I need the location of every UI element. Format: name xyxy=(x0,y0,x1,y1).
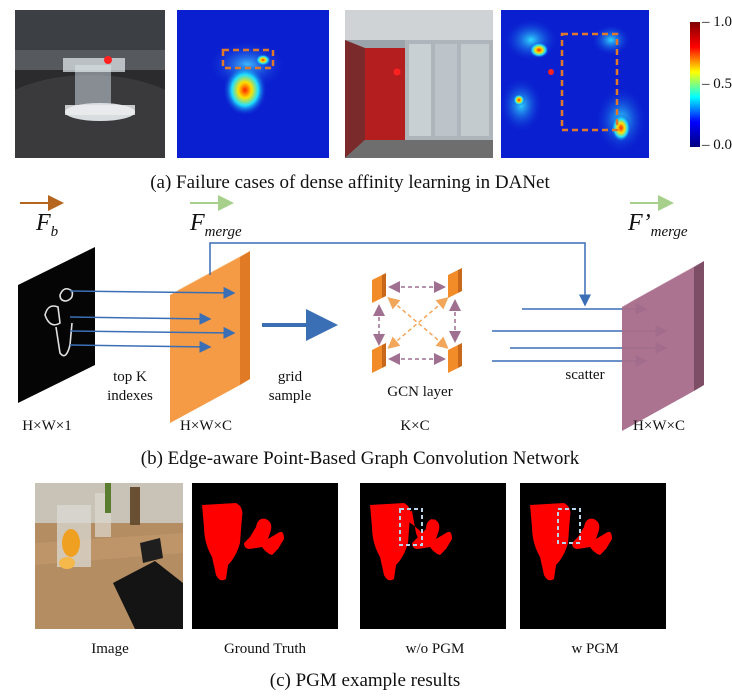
output-map-top xyxy=(622,261,704,307)
heatmap-corridor xyxy=(501,10,649,158)
dim-points: K×C xyxy=(400,418,430,434)
dim-input: H×W×1 xyxy=(22,418,72,434)
colorbar-tick-mid: – 0.5 xyxy=(702,76,732,92)
colorbar-tick-top: – 1.0 xyxy=(702,14,732,30)
caption-c: (c) PGM example results xyxy=(269,670,461,691)
mask-with-pgm xyxy=(520,483,666,629)
label-ground-truth: Ground Truth xyxy=(223,641,307,657)
fb-label: Fb xyxy=(36,210,59,240)
label-image: Image xyxy=(91,641,129,657)
label-with-pgm: w PGM xyxy=(571,641,619,657)
colorbar-tick-bottom: – 0.0 xyxy=(702,137,732,153)
colorbar-gradient xyxy=(690,22,700,147)
caption-b: (b) Edge-aware Point-Based Graph Convolu… xyxy=(140,448,580,469)
dim-features: H×W×C xyxy=(180,418,232,434)
gcn-label: GCN layer xyxy=(387,384,453,400)
colorbar xyxy=(690,22,700,147)
feature-map-front xyxy=(170,257,240,423)
gcn-layer xyxy=(372,268,462,373)
diagram-b xyxy=(18,195,704,431)
photo-table-glass xyxy=(35,483,183,629)
fmerge-label: Fmerge xyxy=(190,210,242,240)
label-without-pgm: w/o PGM xyxy=(405,641,465,657)
scatter-label: scatter xyxy=(565,367,605,383)
mask-without-pgm xyxy=(360,483,506,629)
output-map-side xyxy=(694,261,704,391)
caption-a: (a) Failure cases of dense affinity lear… xyxy=(150,172,550,193)
mask-ground-truth xyxy=(192,483,338,629)
photo-glass-table xyxy=(15,10,165,158)
heatmap-glass xyxy=(177,10,329,158)
edge-contour xyxy=(44,287,74,357)
skip-connection xyxy=(209,242,591,307)
dim-output: H×W×C xyxy=(633,418,685,434)
fmerge-out-label: F’merge xyxy=(628,210,688,240)
output-map-front xyxy=(622,267,694,431)
photo-corridor xyxy=(345,10,493,158)
feature-map-side xyxy=(240,251,250,385)
